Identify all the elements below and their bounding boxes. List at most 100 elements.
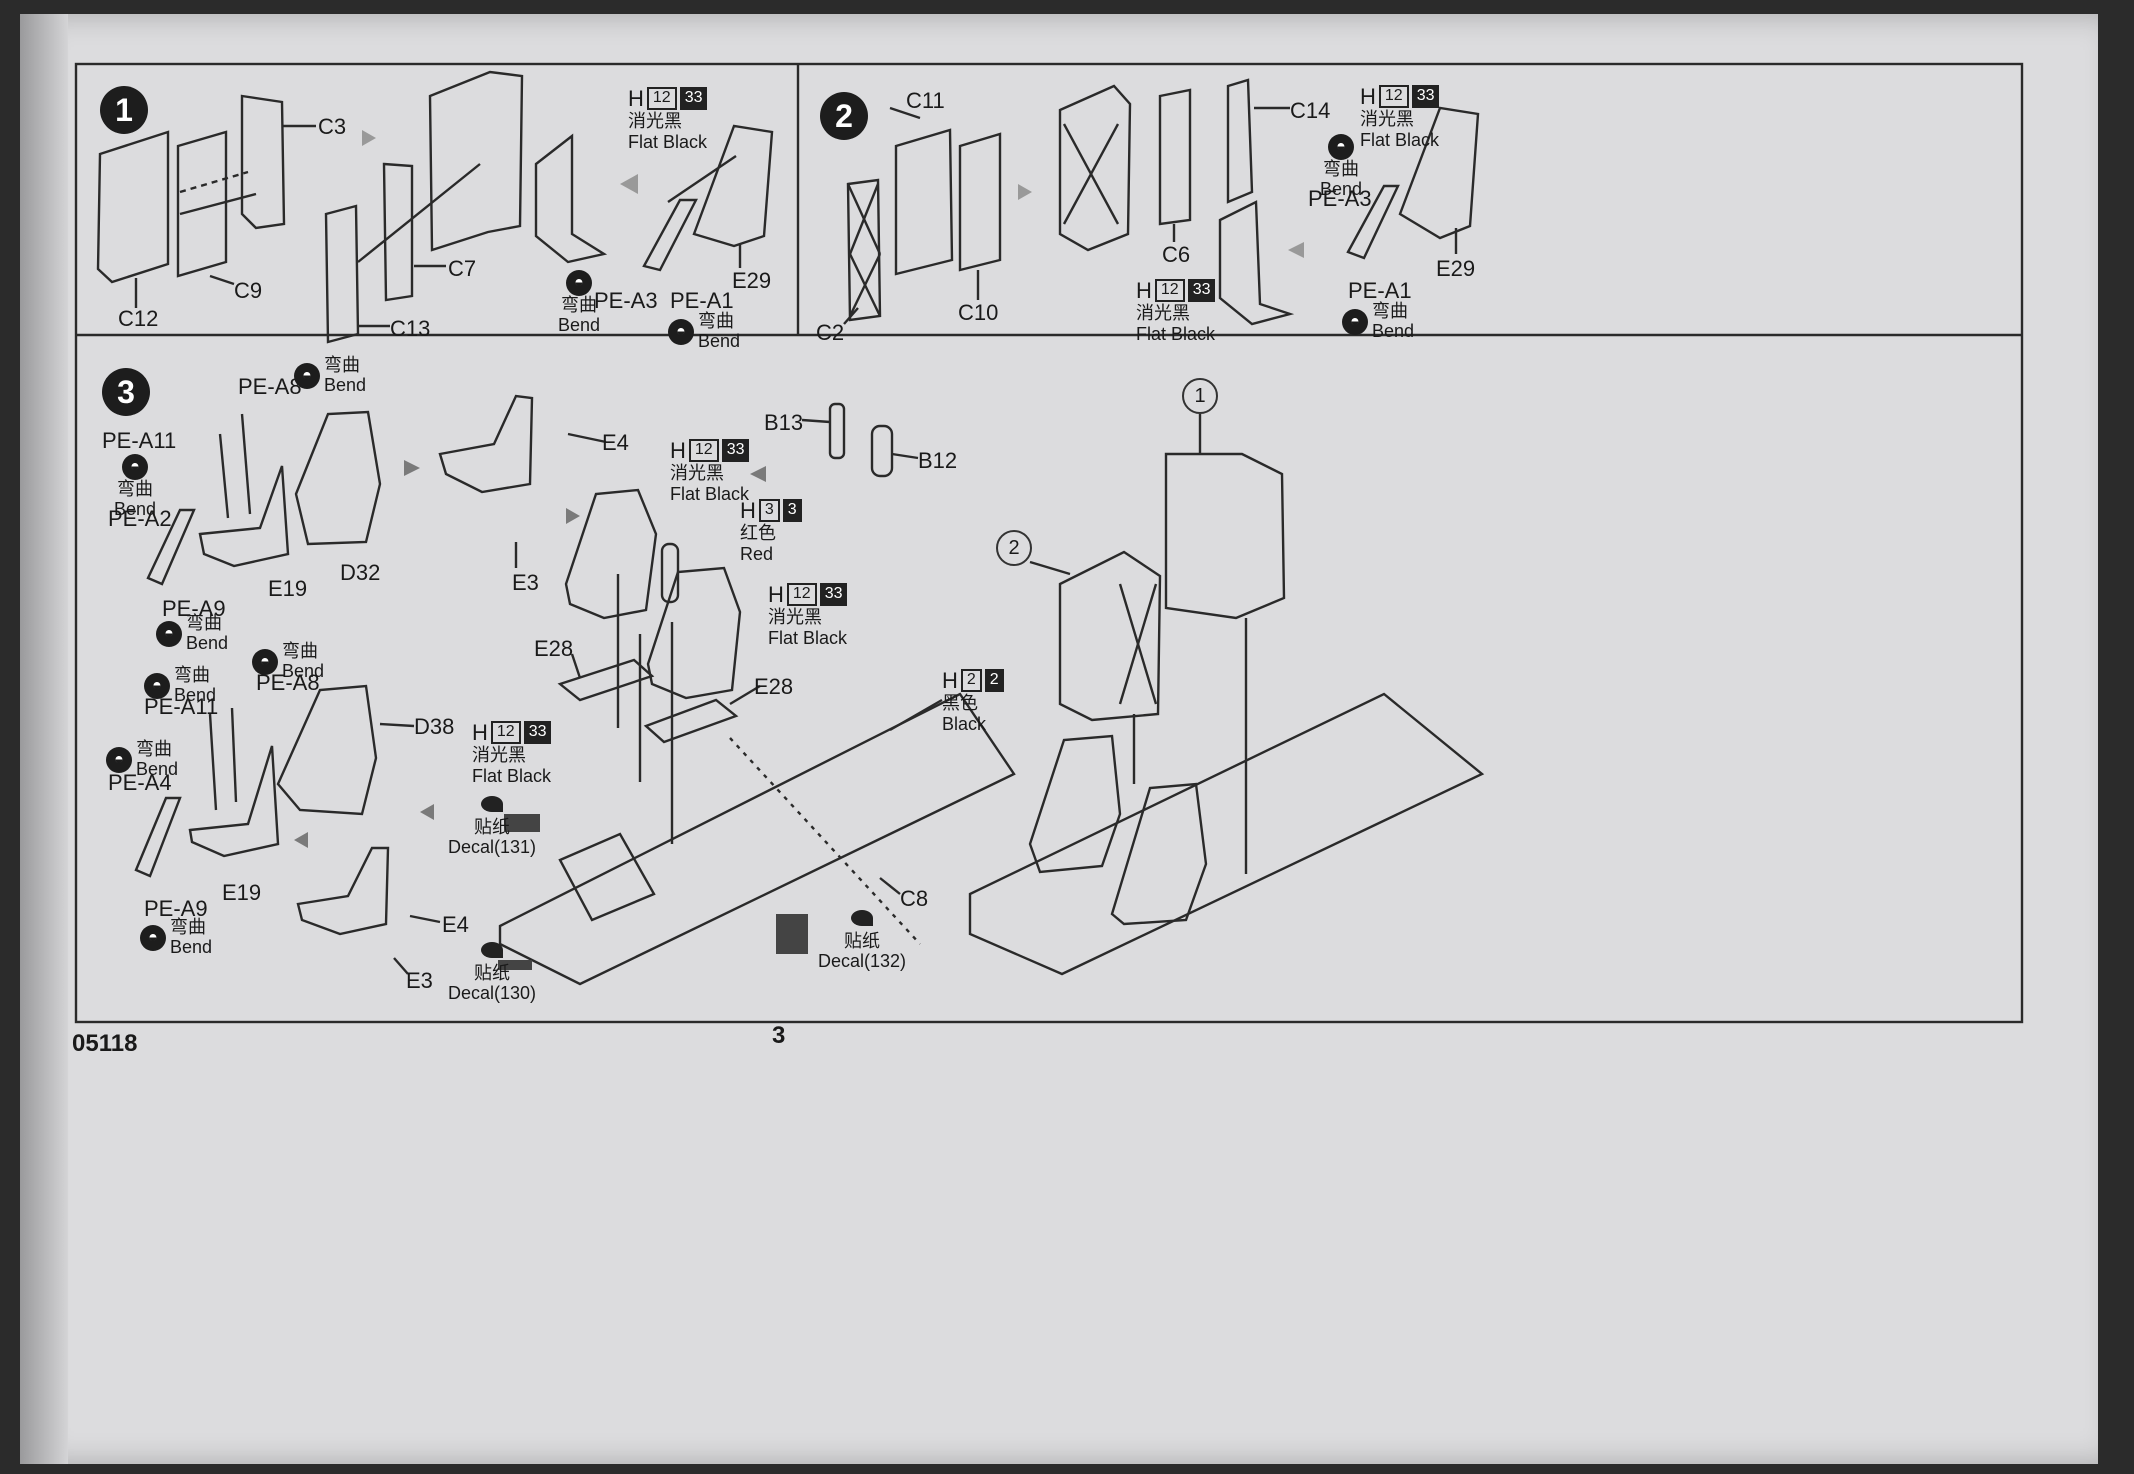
paint-code-2: 33	[523, 721, 552, 744]
paint-name-cn: 消光黑	[768, 607, 822, 628]
part-pe-a11: PE-A11	[102, 428, 177, 453]
part-c12: C12	[118, 306, 159, 331]
page-number: 3	[772, 1022, 786, 1049]
assembly-line-art	[74, 62, 2024, 1024]
bend-cn: 弯曲	[282, 641, 318, 661]
paint-h: H	[670, 438, 686, 463]
part-pe-a3: PE-A3	[1308, 186, 1372, 211]
decal-131: Decal(131)	[448, 837, 537, 858]
paint-name-en: Flat Black	[670, 483, 750, 504]
decal-cn: 贴纸	[844, 930, 881, 951]
paint-code-2: 33	[679, 87, 708, 110]
bend-en: Bend	[170, 936, 213, 957]
bend-cn: 弯曲	[136, 739, 172, 759]
bend-note: ◓ 弯曲 Bend	[558, 270, 600, 336]
paint-name-en: Flat Black	[628, 131, 708, 152]
bend-icon: ◓	[1342, 308, 1368, 335]
paint-code-1: 3	[758, 499, 780, 522]
part-pe-a4: PE-A4	[108, 770, 172, 795]
part-e28: E28	[534, 636, 574, 661]
part-e29: E29	[732, 268, 772, 293]
part-pe-a3: PE-A3	[594, 288, 658, 313]
part-c8: C8	[900, 886, 929, 911]
decal-132-note: 贴纸 Decal(132)	[818, 910, 906, 972]
callout-step-2: 2	[996, 530, 1032, 566]
bend-en: Bend	[1372, 320, 1415, 341]
paint-code-1: 12	[786, 583, 817, 606]
instruction-frame	[74, 62, 2024, 1024]
bend-icon: ◓	[144, 672, 170, 699]
paint-h: H	[740, 498, 756, 523]
paint-name-cn: 红色	[740, 523, 776, 544]
paint-code-1: 2	[960, 669, 982, 692]
bend-cn: 弯曲	[698, 311, 734, 331]
paint-name-cn: 消光黑	[1360, 109, 1414, 130]
bend-en: Bend	[324, 374, 367, 395]
part-c11: C11	[906, 88, 945, 113]
bend-cn: 弯曲	[1372, 301, 1408, 321]
bend-note: ◓ 弯曲 Bend	[1320, 134, 1362, 200]
bend-cn: 弯曲	[186, 613, 222, 633]
paint-code-2: 2	[984, 669, 1004, 692]
decal-icon	[851, 910, 874, 926]
bend-en: Bend	[698, 330, 741, 351]
paint-h: H	[628, 86, 644, 111]
part-b12: B12	[918, 448, 958, 473]
part-d32: D32	[340, 560, 381, 585]
bend-note: ◓ 弯曲 Bend	[114, 454, 156, 520]
paint-name-en: Flat Black	[472, 765, 552, 786]
part-pe-a1: PE-A1	[1348, 278, 1412, 303]
bend-icon: ◓	[668, 318, 694, 345]
part-e3: E3	[512, 570, 539, 595]
paint-name-en: Flat Black	[1136, 323, 1216, 344]
decal-cn: 贴纸	[474, 816, 511, 837]
part-e28: E28	[754, 674, 794, 699]
paint-code-1: 12	[490, 721, 521, 744]
bend-en: Bend	[136, 758, 179, 779]
bend-icon: ◓	[1328, 134, 1355, 160]
paint-name-en: Flat Black	[1360, 129, 1440, 150]
bend-en: Bend	[282, 660, 325, 681]
part-e3: E3	[406, 968, 433, 993]
paint-h: H	[472, 720, 488, 745]
paint-code-1: 12	[688, 439, 719, 462]
binding-gutter	[20, 14, 68, 1464]
callout-step-1: 1	[1182, 378, 1218, 414]
part-e19: E19	[222, 880, 262, 905]
bend-icon: ◓	[566, 270, 593, 296]
paint-code-1: 12	[646, 87, 677, 110]
part-e4: E4	[442, 912, 469, 937]
part-pe-a8: PE-A8	[256, 670, 320, 695]
paint-name-cn: 消光黑	[1136, 303, 1190, 324]
part-pe-a9: PE-A9	[162, 596, 226, 621]
part-pe-a1: PE-A1	[670, 288, 734, 313]
paint-name-en: Black	[942, 713, 987, 734]
step-2-number: 2	[820, 92, 868, 140]
bend-icon: ◓	[106, 746, 132, 773]
paint-h: H	[942, 668, 958, 693]
paint-code-2: 3	[782, 499, 802, 522]
paint-h: H	[1360, 84, 1376, 109]
part-c9: C9	[234, 278, 263, 303]
bend-cn: 弯曲	[561, 295, 598, 315]
paint-code-2: 33	[1187, 279, 1216, 302]
bend-en: Bend	[114, 498, 157, 519]
part-b13: B13	[764, 410, 804, 435]
part-pe-a9: PE-A9	[144, 896, 208, 921]
part-c14: C14	[1290, 98, 1331, 123]
bend-cn: 弯曲	[170, 917, 206, 937]
decal-icon	[481, 942, 504, 958]
step-1-number: 1	[100, 86, 148, 134]
kit-number: 05118	[72, 1030, 138, 1057]
decal-131-note: 贴纸 Decal(131)	[448, 796, 536, 858]
paint-code-1: 12	[1378, 85, 1409, 108]
